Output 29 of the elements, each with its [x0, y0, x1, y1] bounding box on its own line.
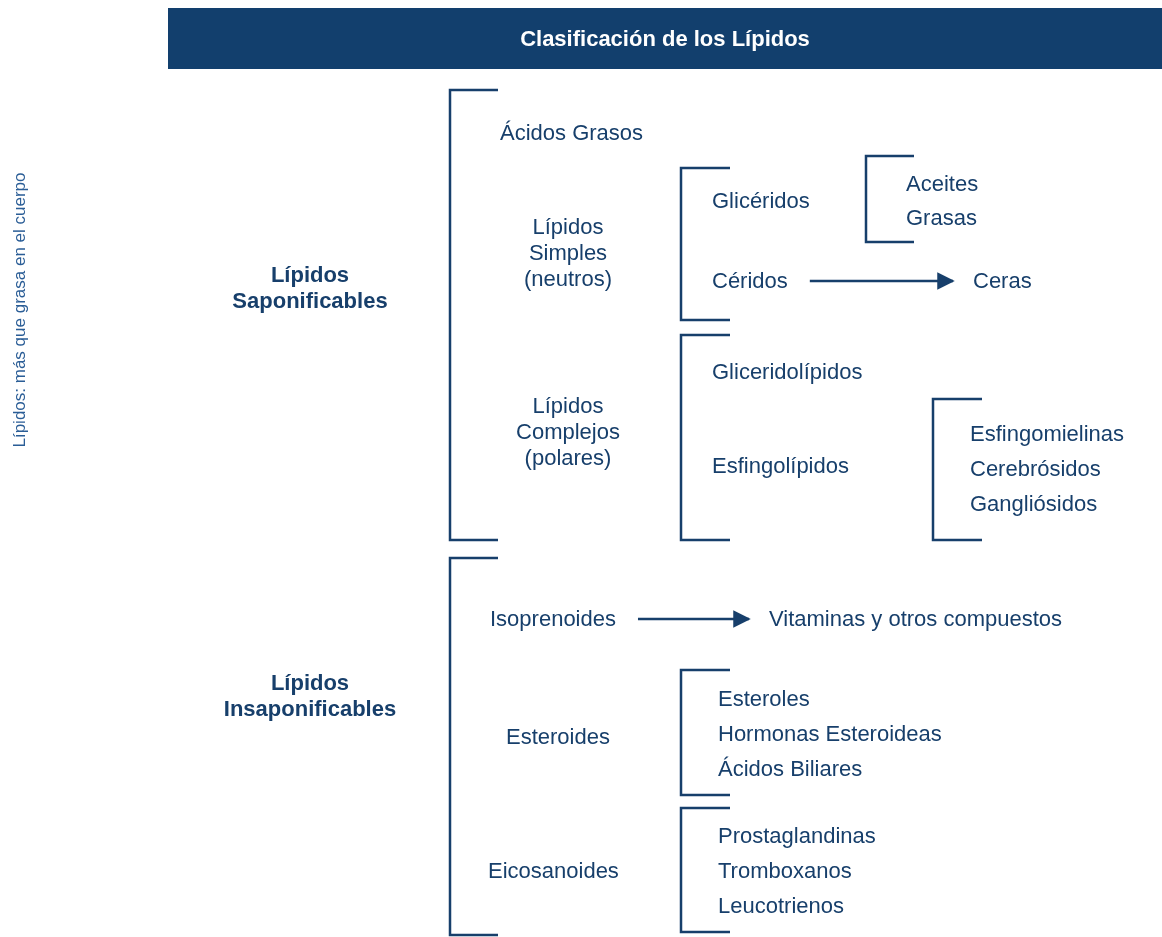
category-label: Gliceridolípidos: [712, 359, 863, 385]
category-label: Ceras: [973, 268, 1032, 294]
side-caption: Lípidos: más que grasa en el cuerpo: [9, 172, 30, 448]
category-label: Lípidos Simples (neutros): [522, 214, 613, 292]
category-label: Esteroides: [506, 724, 610, 750]
title-banner: Clasificación de los Lípidos: [168, 8, 1162, 69]
arrow: [638, 610, 751, 628]
category-label: Lípidos Saponificables: [231, 262, 389, 314]
category-label: Lípidos Complejos (polares): [515, 393, 621, 471]
category-label: Ácidos Grasos: [500, 120, 644, 146]
category-label: Gangliósidos: [970, 491, 1098, 517]
category-label: Leucotrienos: [718, 893, 844, 919]
arrow: [809, 272, 955, 290]
category-label: Eicosanoides: [488, 858, 619, 884]
category-label: Esfingomielinas: [970, 421, 1125, 447]
category-label: Céridos: [712, 268, 788, 294]
category-label: Lípidos Insaponificables: [222, 670, 398, 722]
category-label: Cerebrósidos: [970, 456, 1101, 482]
category-label: Glicéridos: [712, 188, 810, 214]
category-label: Vitaminas y otros compuestos: [769, 606, 1063, 632]
category-label: Tromboxanos: [718, 858, 852, 884]
category-label: Hormonas Esteroideas: [718, 721, 942, 747]
category-label: Isoprenoides: [490, 606, 616, 632]
category-label: Grasas: [906, 205, 977, 231]
category-label: Aceites: [906, 171, 979, 197]
category-label: Esfingolípidos: [712, 453, 849, 479]
category-label: Prostaglandinas: [718, 823, 876, 849]
category-label: Ácidos Biliares: [718, 756, 863, 782]
category-label: Esteroles: [718, 686, 810, 712]
